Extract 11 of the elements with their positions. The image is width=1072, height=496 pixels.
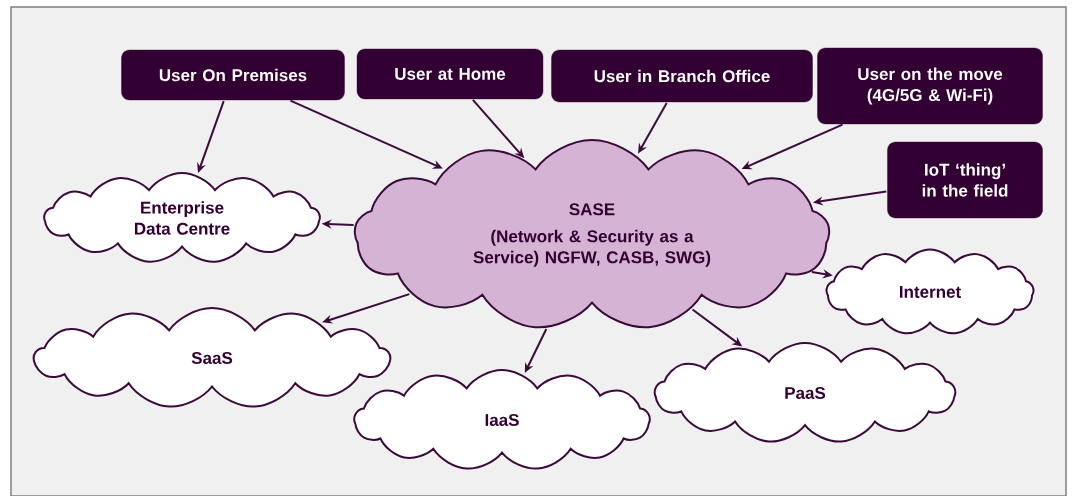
cloud: PaaS	[653, 342, 957, 443]
label-box: User On Premises	[121, 49, 345, 101]
cloud: IaaS	[353, 369, 651, 470]
cloud: SaaS	[32, 307, 392, 408]
label-box: User on the move (4G/5G & Wi-Fi)	[817, 47, 1043, 125]
label-box: User at Home	[356, 48, 544, 100]
label-box: User in Branch Office	[551, 49, 813, 103]
cloud: Enterprise Data Centre	[43, 172, 321, 263]
label-box: IoT ‘thing’ in the field	[887, 141, 1043, 219]
cloud: Internet	[825, 248, 1035, 335]
cloud: SASE (Network & Security as a Service) NGFW, CASB, SWG)	[353, 139, 831, 329]
